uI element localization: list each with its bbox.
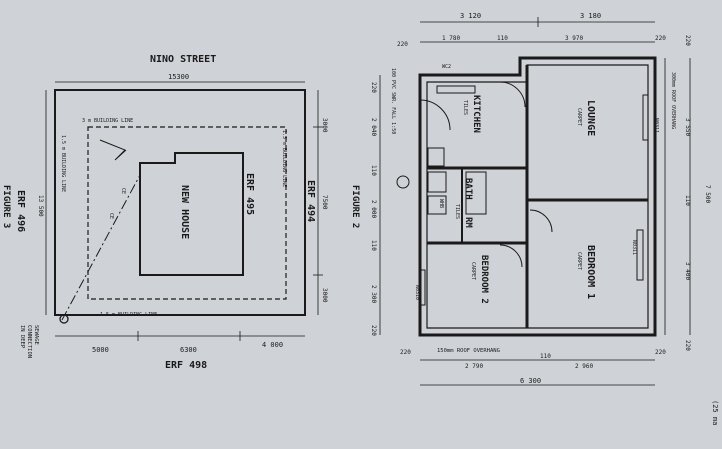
right-dim-2: 3 550 — [684, 118, 691, 136]
left-dim-3: 110 — [370, 165, 377, 176]
figure-3-label: FIGURE 3 — [1, 185, 11, 228]
gully-icon — [396, 175, 410, 189]
overhang-right: 300mm ROOF OVERHANG — [670, 72, 676, 129]
right-dim-5: 3 400 — [684, 262, 691, 280]
top2-dim-5: 220 — [655, 35, 666, 42]
left-dim-4: 2 000 — [370, 200, 377, 218]
erf-main-label: ERF 495 — [244, 173, 255, 215]
window-bed2 — [419, 269, 426, 306]
room-bath-rm: RM — [463, 217, 473, 228]
left-dim-2: 2 040 — [370, 118, 377, 136]
overhang-bottom: 150mm ROOF OVERHANG — [437, 348, 500, 354]
left-dim-5: 110 — [370, 240, 377, 251]
right-dim-1: 220 — [684, 35, 691, 46]
room-bath: BATH — [463, 178, 473, 200]
door-bed2-icon — [499, 244, 523, 268]
sewer-line — [61, 174, 141, 321]
left-dim-7: 220 — [370, 325, 377, 336]
building-line-top-label: 3 m BUILDING LINE — [82, 118, 133, 124]
inner-wall — [426, 64, 649, 329]
bottom-dim-4: 2 960 — [575, 363, 593, 370]
top2-dim-1: 220 — [397, 41, 408, 48]
room-kitchen-sub: TILES — [462, 100, 468, 115]
building-line-bottom-label: 1.5 m BUILDING LINE — [100, 312, 157, 318]
dim-bottom-b: 6300 — [180, 346, 197, 354]
room-bedroom2: BEDROOM 2 — [479, 255, 489, 304]
floor-plan: 3 120 3 180 220 1 780 110 3 970 220 220 … — [350, 12, 711, 386]
wc-icon — [427, 171, 447, 193]
room-bath-sub: TILES — [454, 204, 460, 219]
building-line — [87, 126, 287, 300]
erf-right-label: ERF 494 — [305, 180, 316, 222]
new-house-label: NEW HOUSE — [179, 185, 190, 239]
figure-2-label: FIGURE 2 — [350, 185, 360, 228]
sewage-connection-icon — [59, 314, 69, 324]
site-boundary — [54, 89, 306, 316]
kitchen-counter — [436, 85, 476, 94]
ce-label-2: CE — [108, 213, 114, 219]
right-dim-6: 220 — [684, 340, 691, 351]
bath-tub-icon — [465, 171, 487, 215]
room-lounge-sub: CARPET — [576, 108, 582, 126]
stove-icon — [427, 147, 445, 167]
window-label-1: N0311 — [653, 118, 659, 133]
right-dim-3: 7 500 — [704, 185, 711, 203]
left-dim-1: 220 — [370, 82, 377, 93]
left-dim-6: 2 300 — [370, 285, 377, 303]
sewage-line-3: IN DEEP — [19, 325, 25, 349]
room-kitchen: KITCHEN — [471, 95, 481, 133]
window-bed1 — [636, 229, 644, 281]
top2-dim-4: 3 970 — [565, 35, 583, 42]
room-lounge: LOUNGE — [585, 100, 596, 136]
bottom-total: 6 300 — [520, 377, 541, 385]
pipe-label: 100 PVC SWR. FALL 1:50 — [390, 68, 396, 134]
bottom-dim-3: 110 — [540, 353, 551, 360]
ce-label-1: CE — [120, 188, 126, 194]
top-dim-1: 3 120 — [460, 12, 481, 20]
sewage-line-2: CONNECTION — [26, 325, 32, 358]
site-width-label: 15300 — [168, 73, 189, 81]
building-line-right-label: 1.5 m BUILDING LINE — [281, 130, 287, 187]
dim-right-top: 3000 — [321, 118, 328, 133]
street-name: NINO STREET — [150, 54, 216, 65]
new-house-outline — [139, 152, 244, 276]
top2-dim-2: 1 780 — [442, 35, 460, 42]
erf-left-label: ERF 496 — [15, 190, 26, 232]
building-line-left-label: 1.5 m BUILDING LINE — [60, 135, 66, 192]
dim-bottom-a: 5000 — [92, 346, 109, 354]
margin-note: (25 ma — [711, 400, 719, 425]
dim-bottom-c: 4 000 — [262, 341, 283, 349]
bottom-dim-2: 2 790 — [465, 363, 483, 370]
sewage-line-1: SEWAGE — [33, 325, 39, 345]
dim-right-bottom: 3000 — [321, 288, 328, 303]
bottom-dim-1: 220 — [400, 349, 411, 356]
room-wc: WC2 — [442, 64, 451, 70]
window-label-2: N0311 — [631, 240, 637, 255]
right-dim-4: 110 — [684, 195, 691, 206]
dim-left-depth: 13 500 — [37, 195, 44, 217]
room-bedroom1-sub: CARPET — [576, 252, 582, 270]
door-back-icon — [419, 99, 451, 131]
top2-dim-3: 110 — [497, 35, 508, 42]
erf-bottom-label: ERF 498 — [165, 360, 207, 371]
top-dim-2: 3 180 — [580, 12, 601, 20]
north-arrow-icon — [99, 139, 127, 161]
whb-icon — [427, 195, 447, 215]
door-kitchen-icon — [499, 81, 526, 108]
dim-right-mid: 7500 — [321, 195, 328, 210]
bottom-dim-5: 220 — [655, 349, 666, 356]
window-lounge — [642, 94, 649, 141]
site-plan: NINO STREET 15300 3 m BUILDING LINE 1.5 … — [1, 54, 328, 371]
outer-wall — [418, 56, 657, 337]
room-bedroom2-sub: CARPET — [470, 262, 476, 280]
window-label-3: N0310 — [414, 285, 420, 300]
door-bed1-icon — [529, 209, 553, 233]
room-bedroom1: BEDROOM 1 — [585, 245, 596, 299]
room-whb: WHB — [438, 199, 444, 208]
